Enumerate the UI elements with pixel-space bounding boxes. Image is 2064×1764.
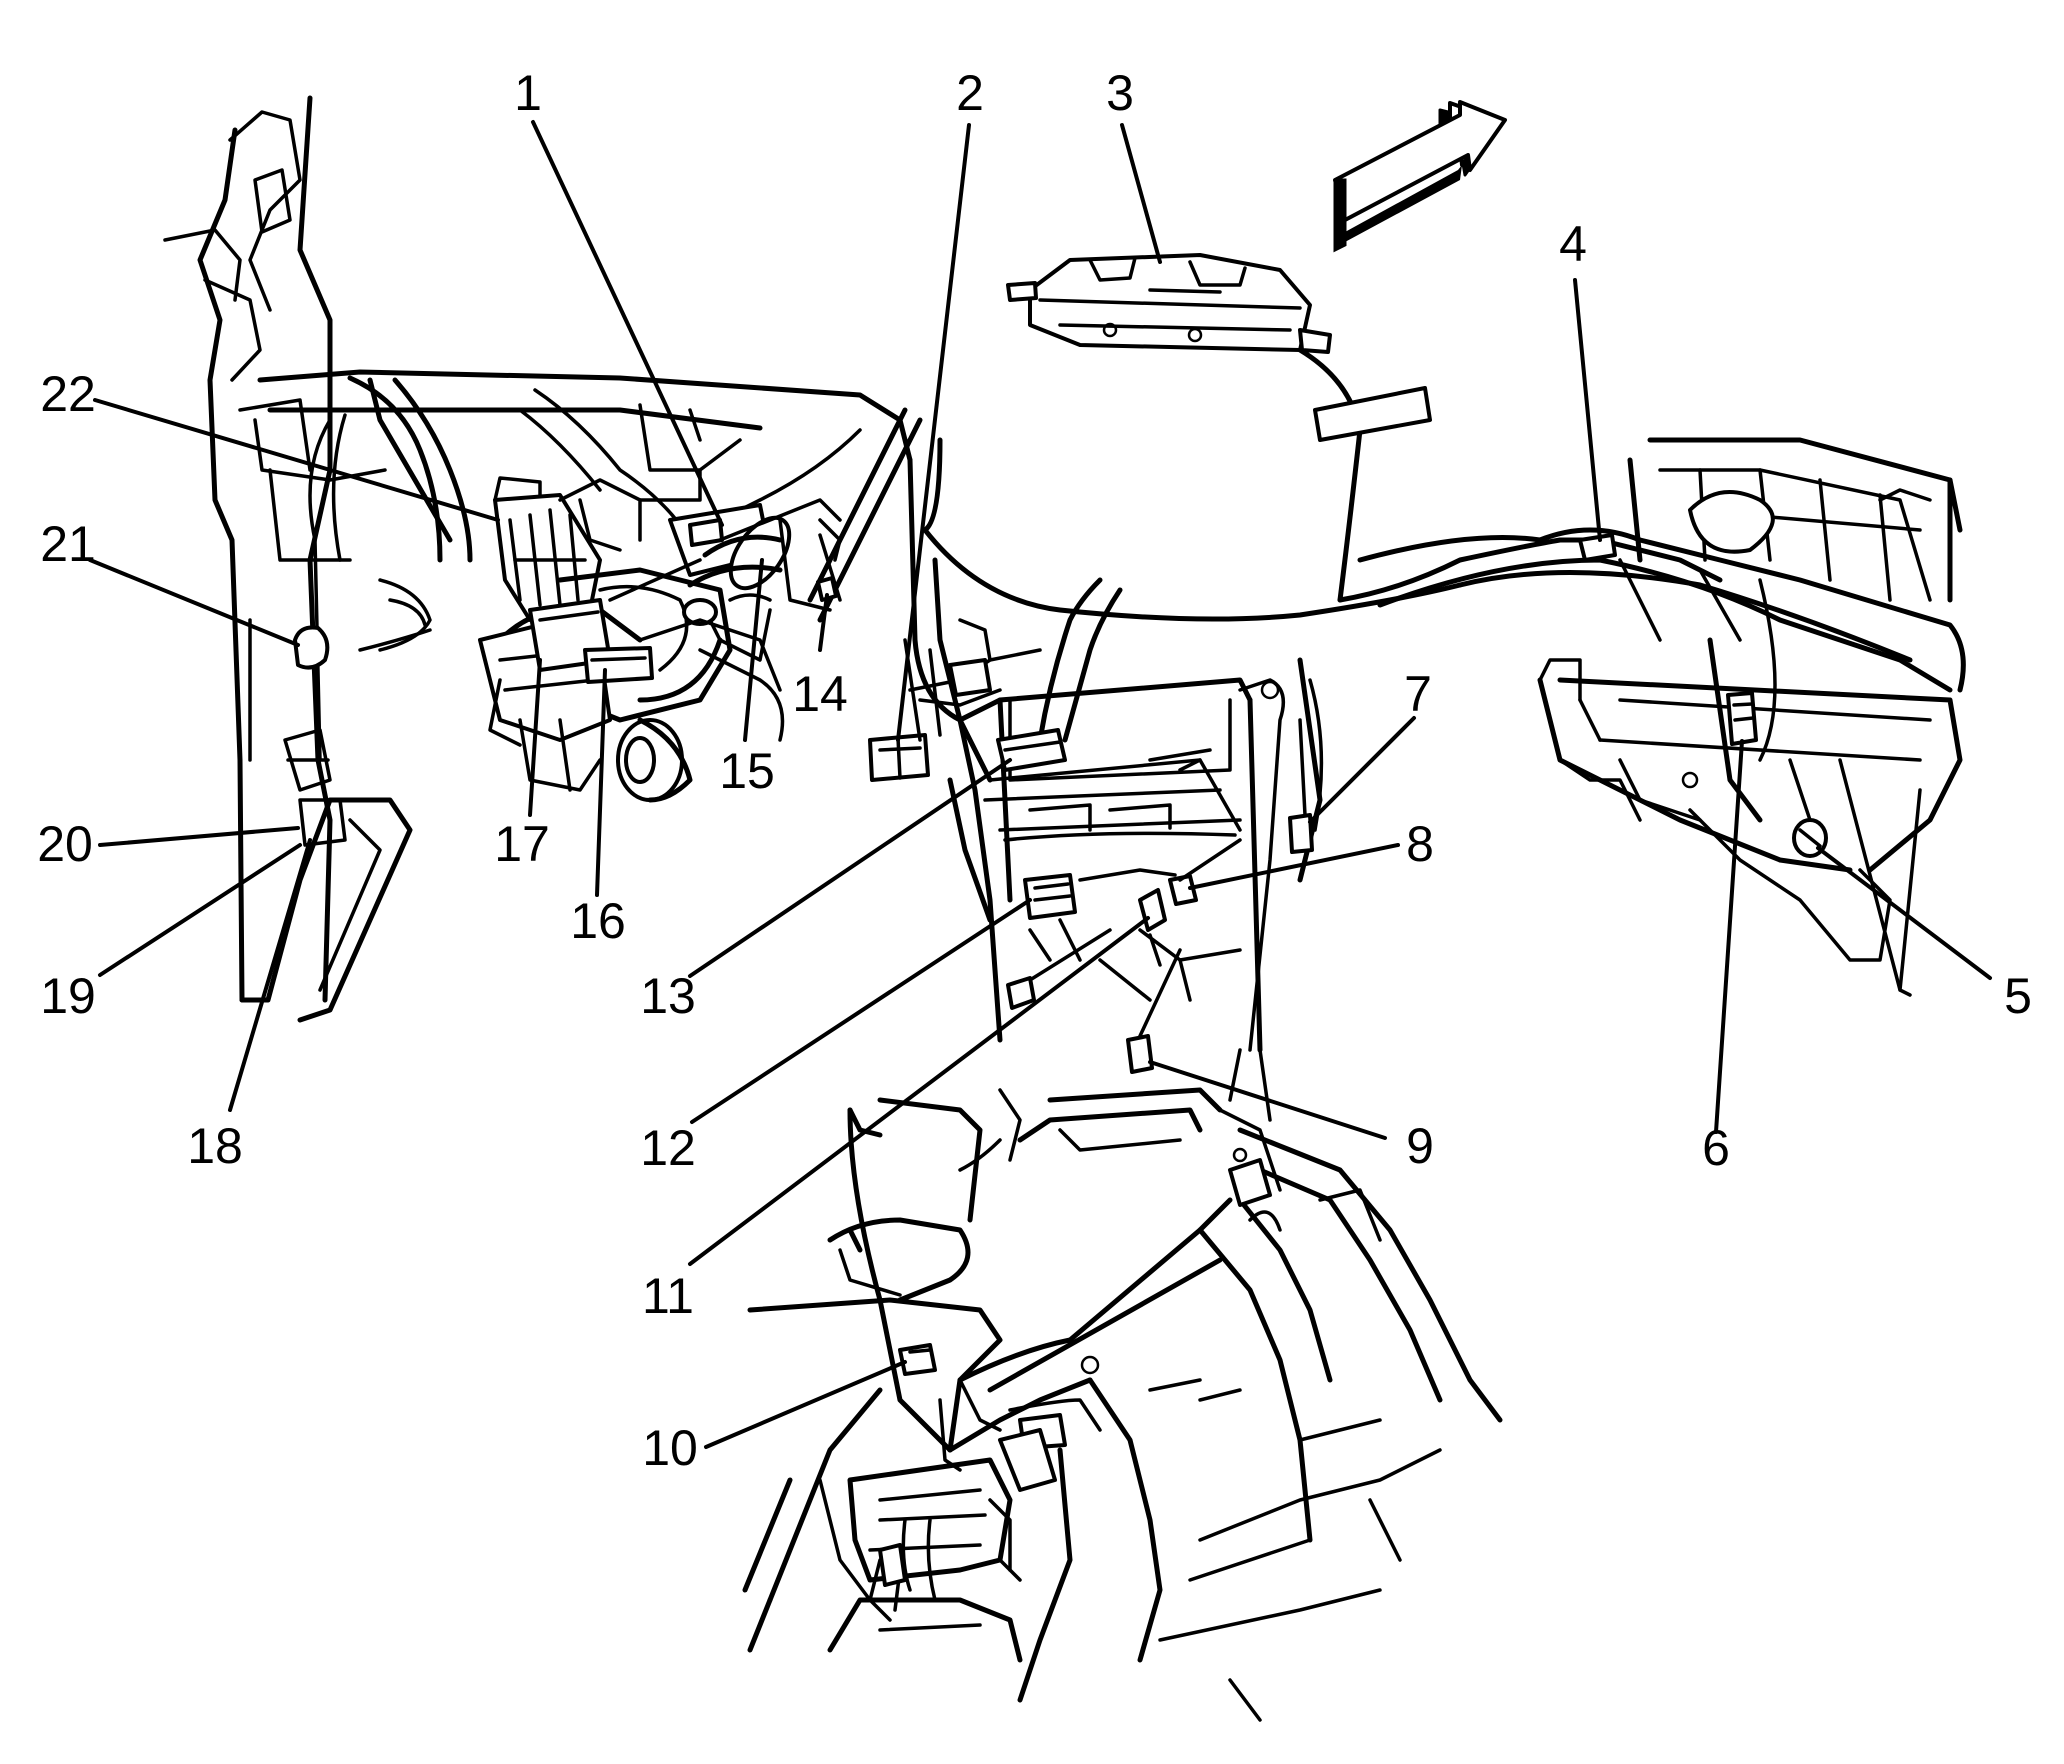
- callout-7: 7: [1404, 666, 1432, 722]
- callout-20: 20: [37, 816, 93, 872]
- leader-16: [595, 668, 607, 897]
- callout-5: 5: [2004, 968, 2032, 1024]
- leader-22: [93, 398, 500, 522]
- callout-16: 16: [570, 893, 626, 949]
- callout-6: 6: [1702, 1120, 1730, 1176]
- callout-18: 18: [187, 1118, 243, 1174]
- leader-9: [1148, 1060, 1387, 1140]
- steering-column: [478, 498, 842, 803]
- leader-21: [88, 558, 300, 647]
- leader-14: [818, 593, 829, 652]
- leader-4: [1573, 278, 1602, 542]
- callout-labels: 1 2 3 4 5 6 7 8 9 10 11 12 13 14 15 16 1…: [37, 65, 2032, 1476]
- leader-12: [690, 898, 1032, 1124]
- leader-15: [743, 558, 764, 742]
- leader-10: [704, 1360, 907, 1449]
- connector-14-shape: [807, 407, 923, 623]
- connectors-2-13: [868, 577, 1123, 782]
- fuse-block: [493, 478, 642, 622]
- right-harness: [1337, 533, 1828, 858]
- center-stack: [907, 437, 1463, 1122]
- left-pillar: [163, 95, 413, 1023]
- line-art: [163, 95, 1966, 1722]
- floor-console: [742, 1087, 1282, 1622]
- callout-8: 8: [1406, 816, 1434, 872]
- hvac-module: [1357, 437, 1966, 997]
- leader-5: [1816, 846, 1992, 980]
- leader-20: [98, 826, 300, 847]
- callout-1: 1: [514, 65, 542, 121]
- center-connectors: [1006, 718, 1314, 1074]
- callout-19: 19: [40, 968, 96, 1024]
- leader-2: [896, 123, 971, 742]
- callout-14: 14: [792, 666, 848, 722]
- leader-lines: [88, 120, 1992, 1449]
- callout-15: 15: [719, 743, 775, 799]
- leader-6: [1714, 739, 1744, 1134]
- callout-10: 10: [642, 1420, 698, 1476]
- leader-11: [688, 916, 1150, 1266]
- front-direction-arrow-icon: [1333, 100, 1507, 253]
- callout-22: 22: [40, 366, 96, 422]
- leader-18: [228, 838, 312, 1112]
- callout-4: 4: [1559, 216, 1587, 272]
- callout-21: 21: [40, 516, 96, 572]
- callout-13: 13: [640, 968, 696, 1024]
- callout-17: 17: [494, 816, 550, 872]
- floor-pan: [747, 1127, 1503, 1722]
- callout-12: 12: [640, 1120, 696, 1176]
- leader-7: [1308, 716, 1416, 824]
- leader-19: [98, 843, 302, 977]
- instrument-cluster: [1006, 253, 1432, 603]
- callout-2: 2: [956, 65, 984, 121]
- leader-1: [531, 120, 724, 527]
- callout-11: 11: [642, 1268, 694, 1324]
- leader-8: [1188, 843, 1400, 890]
- leader-3: [1120, 123, 1162, 264]
- callout-3: 3: [1106, 65, 1134, 121]
- leader-13: [688, 758, 1012, 978]
- leader-17: [528, 658, 542, 817]
- callout-9: 9: [1406, 1118, 1434, 1174]
